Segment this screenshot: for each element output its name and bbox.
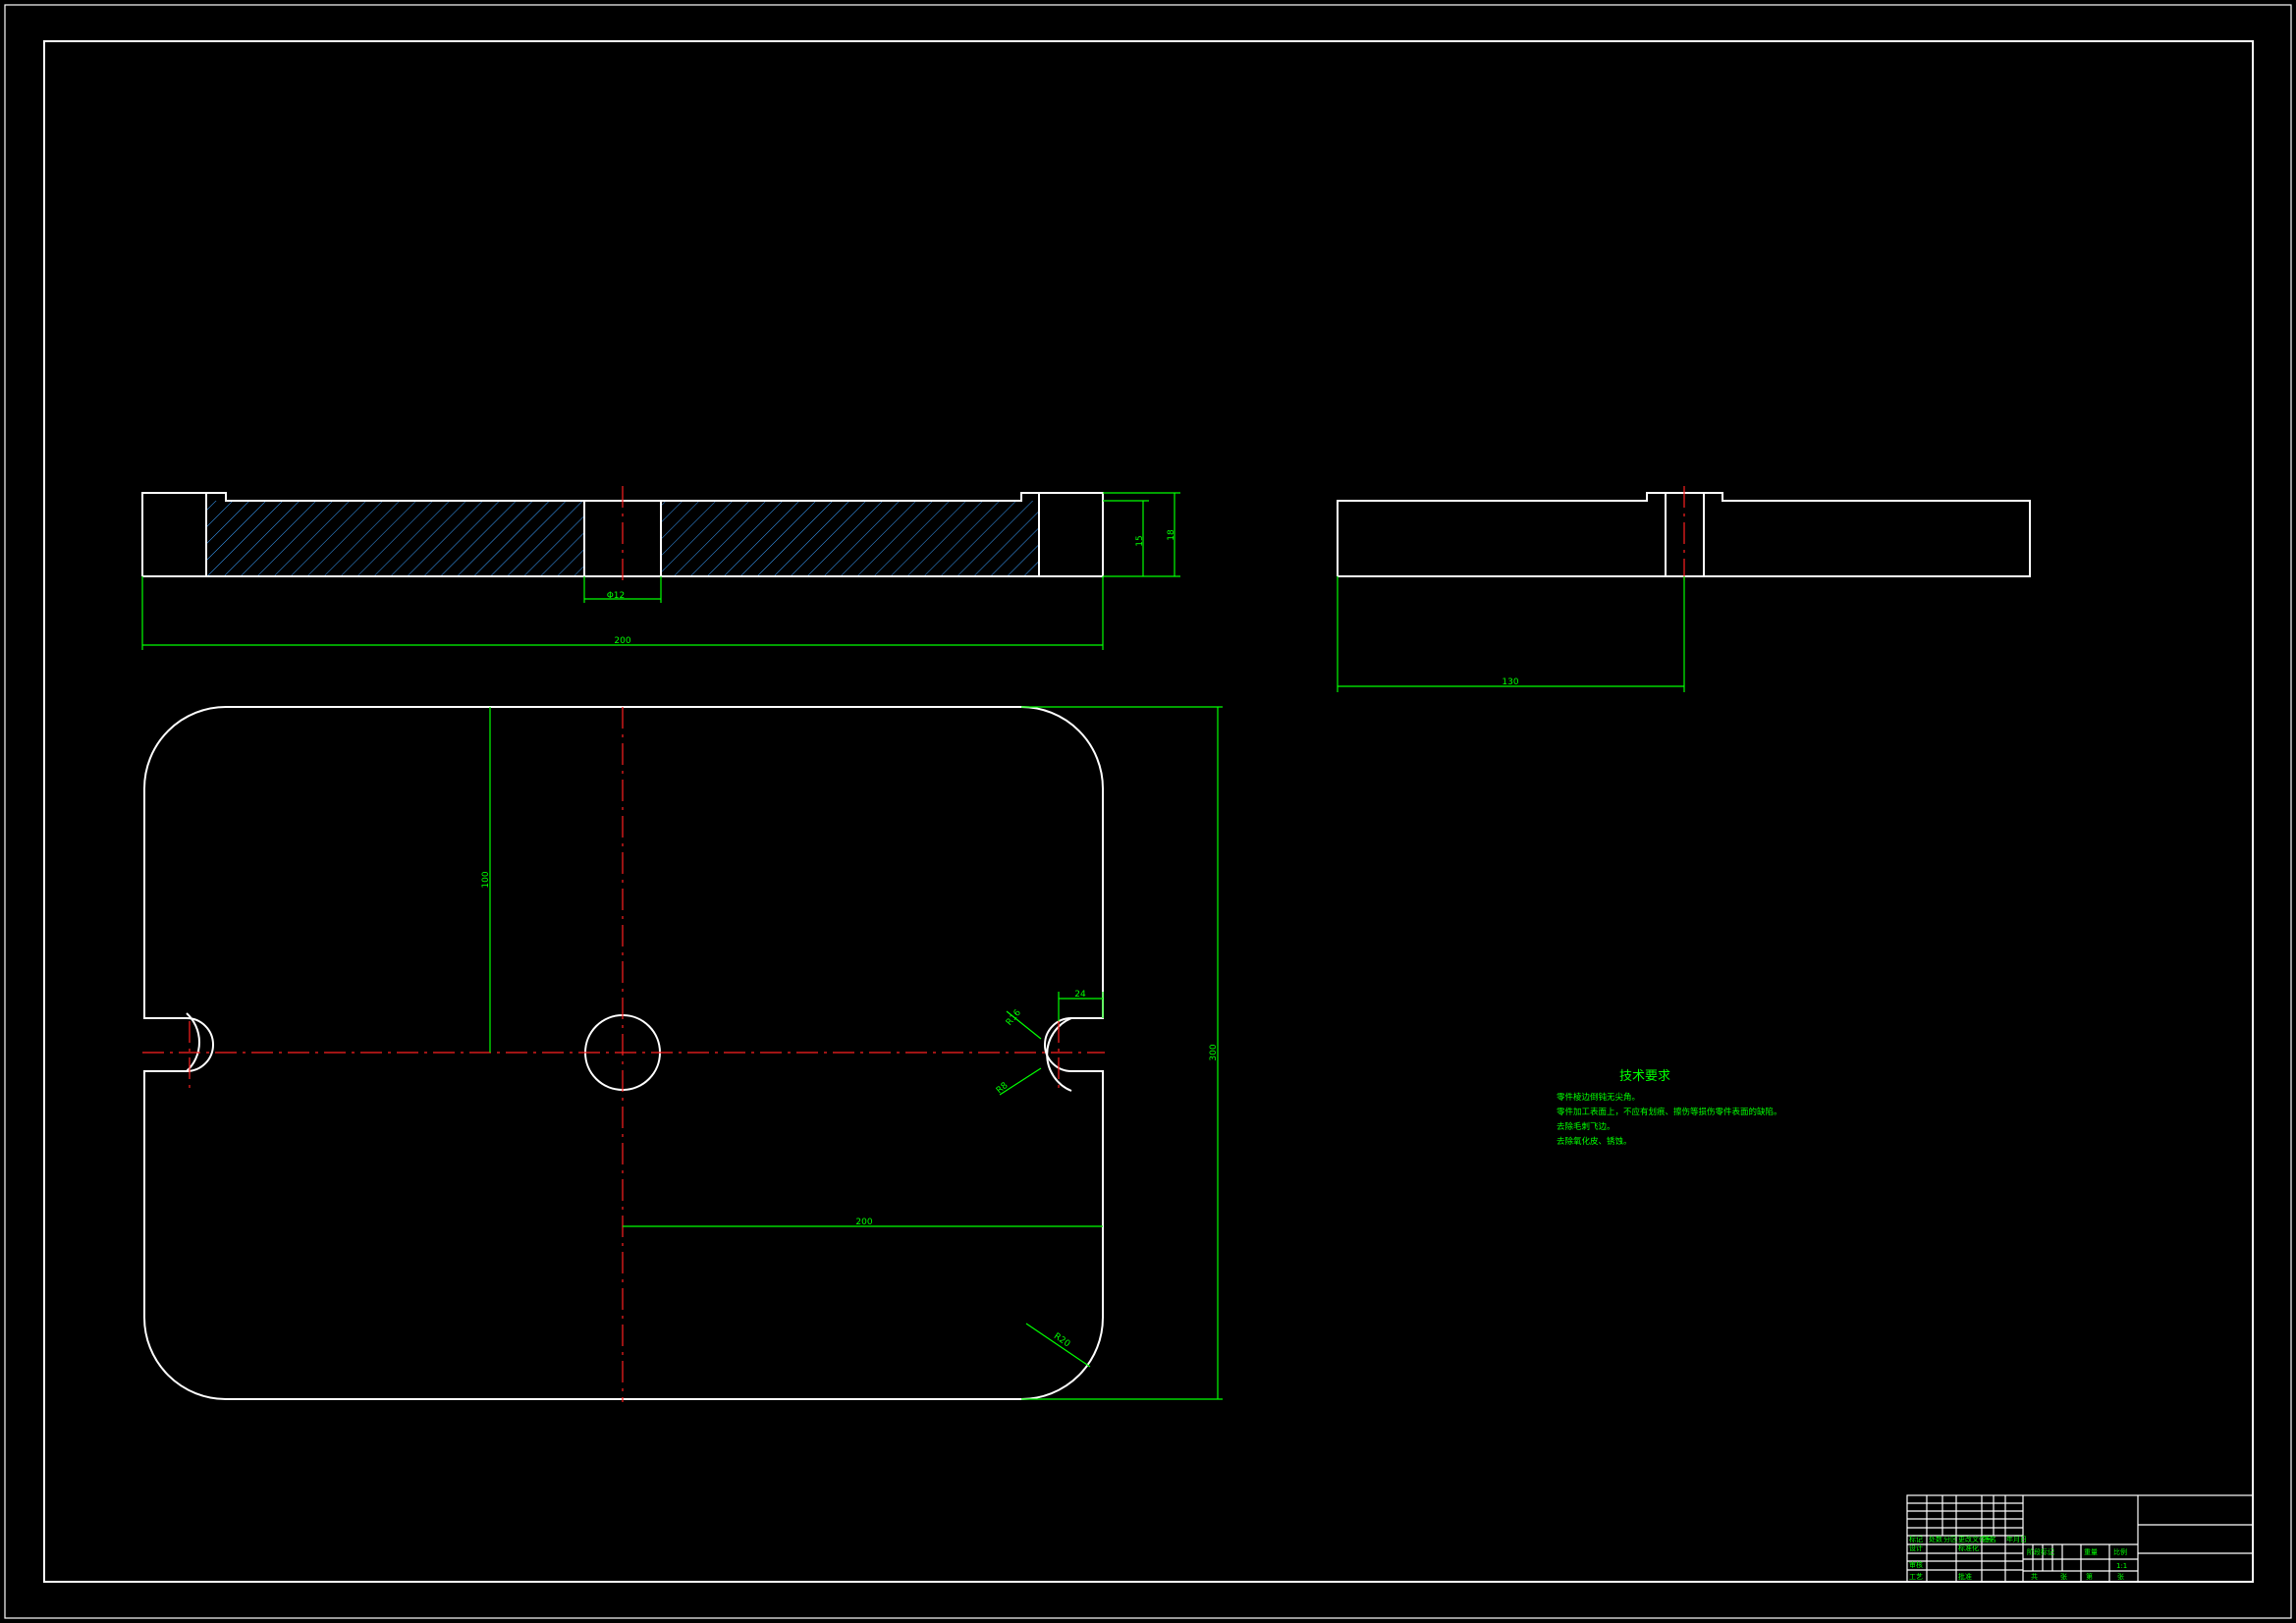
tb-label-process: 工艺 (1909, 1573, 1923, 1581)
tb-label-signature: 签名 (1983, 1535, 1996, 1543)
technical-requirements: 技术要求 零件棱边倒钝无尖角。 零件加工表面上，不应有划痕、擦伤等损伤零件表面的… (1557, 1069, 1782, 1147)
tb-label-approve: 批准 (1958, 1572, 1972, 1581)
dim-slot-width: 24 (1074, 990, 1086, 1000)
front-section-view: Φ12 200 15 18 (141, 486, 1180, 650)
outer-border (4, 4, 2292, 1619)
dim-thickness-total: 18 (1167, 529, 1176, 541)
dim-bore: Φ12 (607, 591, 626, 601)
tb-label-design: 设计 (1909, 1543, 1923, 1552)
dim-length-front: 200 (614, 636, 630, 646)
tb-label-scale: 比例 (2113, 1547, 2127, 1556)
tb-label-weight: 重量 (2084, 1548, 2098, 1556)
side-view: 130 (1337, 486, 2031, 692)
tech-req-line-4: 去除氧化皮、锈蚀。 (1557, 1136, 1632, 1147)
dim-side-length: 130 (1502, 677, 1518, 687)
inner-frame (43, 40, 2254, 1583)
tech-req-line-2: 零件加工表面上，不应有划痕、擦伤等损伤零件表面的缺陷。 (1557, 1107, 1782, 1117)
tb-label-date: 年月日 (2006, 1535, 2027, 1543)
tb-label-mark: 标记 (1909, 1535, 1923, 1543)
tb-scale-value: 1:1 (2116, 1562, 2127, 1570)
dim-half-width: 100 (481, 871, 491, 888)
tech-req-title: 技术要求 (1619, 1069, 1670, 1084)
hatch-left (206, 501, 584, 576)
tb-label-sheet-no: 第 (2086, 1572, 2093, 1581)
tb-label-count: 处数 (1929, 1535, 1942, 1543)
dim-slot-radius-bottom: R8 (995, 1081, 1011, 1097)
title-block: 标记 处数 分区 更改文件号 签名 年月日 设计 标准化 阶段标记 重量 比例 … (1906, 1494, 2254, 1583)
plan-view: 100 300 200 24 R16 R8 R20 (142, 706, 1223, 1402)
dim-thickness-small: 15 (1135, 535, 1145, 546)
dim-overall-height: 300 (1209, 1044, 1219, 1060)
hatch-right (661, 501, 1039, 576)
tb-label-zone: 分区 (1943, 1535, 1957, 1543)
tb-label-stage: 阶段标记 (2027, 1547, 2054, 1556)
tb-label-sheet: 张 (2117, 1572, 2124, 1581)
tb-label-standard: 标准化 (1958, 1543, 1979, 1552)
tb-label-review: 审核 (1909, 1560, 1923, 1569)
dim-slot-radius-top: R16 (1005, 1008, 1023, 1028)
tb-label-sheets: 张 (2060, 1572, 2067, 1581)
dim-half-length: 200 (855, 1217, 872, 1227)
tb-label-change-doc: 更改文件号 (1958, 1535, 1993, 1543)
tech-req-line-1: 零件棱边倒钝无尖角。 (1557, 1092, 1640, 1103)
tb-label-total: 共 (2031, 1572, 2038, 1581)
tech-req-line-3: 去除毛刺飞边。 (1557, 1121, 1615, 1132)
